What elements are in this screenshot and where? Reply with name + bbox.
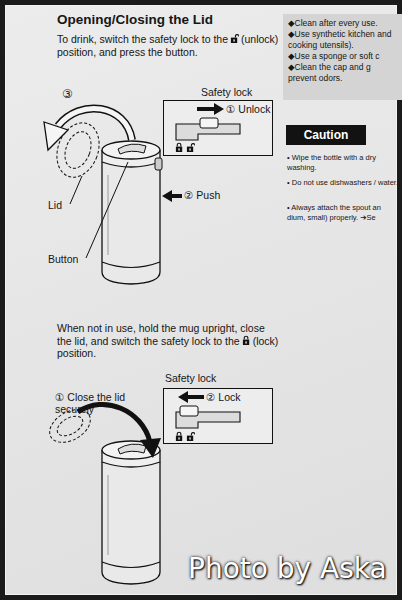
- page-title: Opening/Closing the Lid: [57, 12, 213, 27]
- note-box: ◆Clean after every use.◆Use synthetic ki…: [283, 14, 402, 100]
- note-line: ◆Use a sponge or soft c: [288, 51, 400, 62]
- inset-frame: ① Unlock: [163, 100, 273, 156]
- note-line: ◆Use synthetic kitchen and cooking utens…: [288, 29, 400, 51]
- step-label: ② Push: [184, 189, 220, 201]
- lock-inset: [164, 389, 272, 444]
- part-label: Lid: [48, 199, 62, 211]
- unlock-icon: [230, 33, 239, 44]
- instruction-text: To drink, switch the safety lock to the(…: [57, 33, 285, 58]
- note-line: ◆Clean after every use.: [288, 18, 400, 29]
- caution-heading: Caution: [286, 125, 366, 145]
- instruction-text: To drink, switch the safety lock to the: [57, 33, 228, 45]
- unlock-inset: [164, 101, 272, 156]
- caution-item: • Do not use dishwashers / water.: [287, 178, 399, 188]
- inset-box: Safety lock ① Unlock: [163, 86, 273, 157]
- open-mug: [44, 108, 182, 284]
- inset-heading: Safety lock: [165, 372, 216, 384]
- part-label: Button: [48, 253, 78, 265]
- instruction-text: When not in use, hold the mug upright, c…: [57, 322, 265, 347]
- inset-box: Safety lock ② Lock: [163, 372, 273, 445]
- inset-frame: ② Lock: [163, 388, 273, 444]
- callout-number: ③: [62, 87, 73, 101]
- caution-item: • Always attach the spout an dium, small…: [287, 203, 399, 222]
- lock-icon: [242, 335, 251, 346]
- step-label: ① Unlock: [226, 103, 270, 115]
- caution-item: • Wipe the bottle with a dry washing.: [287, 153, 399, 172]
- step-label: ① Close the lid securely: [55, 391, 137, 415]
- instruction-text: When not in use, hold the mug upright, c…: [57, 322, 279, 360]
- closed-mug: [44, 403, 161, 584]
- inset-heading: Safety lock: [201, 86, 252, 98]
- step-label: ② Lock: [206, 391, 241, 403]
- caution-text: Caution: [286, 125, 366, 145]
- watermark: Photo by Aska: [188, 552, 387, 585]
- note-line: ◆Clean the cap and g prevent odors.: [288, 62, 400, 84]
